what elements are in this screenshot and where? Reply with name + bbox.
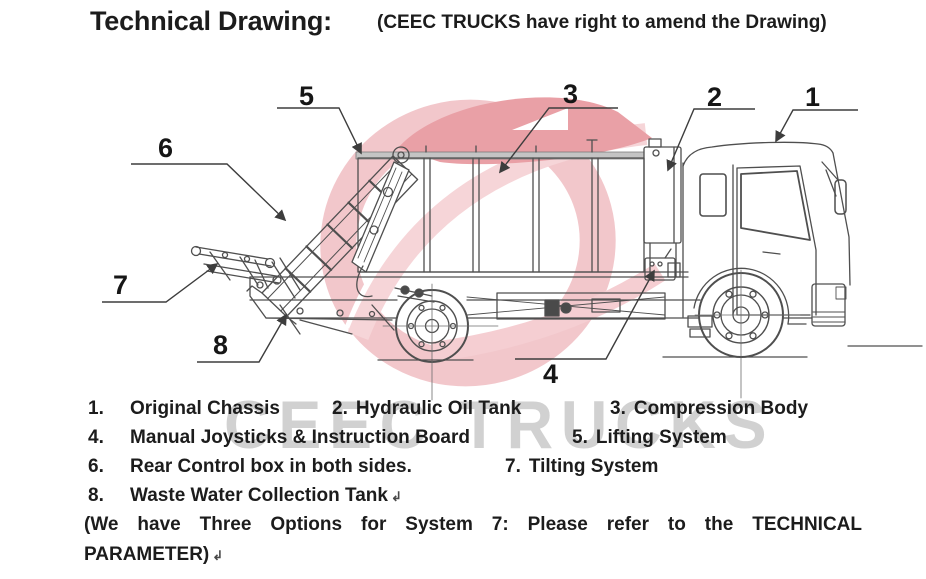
legend-no-5: 5. <box>572 427 588 448</box>
callout-4: 4 <box>543 359 559 389</box>
bin-lifter <box>190 245 301 299</box>
legend-item-5: 5. Lifting System <box>572 427 727 449</box>
center-marks <box>382 269 801 401</box>
callout-leaders <box>102 107 858 363</box>
legend-item-2: 2. Hydraulic Oil Tank <box>332 398 521 420</box>
leader-8 <box>197 313 287 363</box>
legend-label-5: Lifting System <box>595 427 727 448</box>
callout-6: 6 <box>158 133 174 163</box>
footnote-line-2: PARAMETER)↲ <box>84 544 223 566</box>
callout-8: 8 <box>213 330 229 360</box>
cab <box>682 141 851 338</box>
legend-item-8: Waste Water Collection Tank↲ <box>130 485 402 507</box>
leader-4 <box>515 269 655 360</box>
legend-no-8: 8. <box>88 485 104 506</box>
legend-label-6: Rear Control box in both sides. <box>130 456 412 477</box>
legend-no-4: 4. <box>88 427 104 448</box>
legend-no-7: 7. <box>505 456 521 477</box>
legend-label-7: Tilting System <box>528 456 659 477</box>
legend-label-4: Manual Joysticks & Instruction Board <box>130 427 470 448</box>
truck-line-art <box>190 138 923 401</box>
leader-5 <box>277 107 362 155</box>
leader-6 <box>131 163 287 222</box>
legend-no-3: 3. <box>610 398 626 419</box>
title-note: (CEEC TRUCKS have right to amend the Dra… <box>377 12 827 33</box>
chassis <box>249 271 813 331</box>
leader-2 <box>666 108 755 172</box>
return-mark-icon: ↲ <box>390 489 402 504</box>
page-title: Technical Drawing: <box>90 6 332 36</box>
brand-watermark-text: CEEC TRUCKS <box>224 387 775 463</box>
leader-3 <box>498 107 618 174</box>
legend-label-2: Hydraulic Oil Tank <box>355 398 522 419</box>
legend-label-8: Waste Water Collection Tank <box>130 485 388 506</box>
legend-label-1: Original Chassis <box>130 398 280 419</box>
legend-label-3: Compression Body <box>633 398 809 419</box>
callout-2: 2 <box>707 82 723 112</box>
footnote-line-2-text: PARAMETER) <box>84 544 210 565</box>
legend-no-1: 1. <box>88 398 104 419</box>
leader-1 <box>775 109 858 143</box>
leader-7 <box>102 262 219 303</box>
ground-lines <box>377 345 923 361</box>
footnote-line-1: (We have Three Options for System 7: Ple… <box>84 514 862 535</box>
legend-no-6: 6. <box>88 456 104 477</box>
legend-no-2: 2. <box>332 398 348 419</box>
callout-1: 1 <box>805 82 821 112</box>
return-mark-icon: ↲ <box>212 548 224 563</box>
callout-5: 5 <box>299 81 315 111</box>
joystick-box <box>644 248 681 281</box>
callout-3: 3 <box>563 79 579 109</box>
lifting-arm <box>351 146 410 298</box>
legend-item-3: 3. Compression Body <box>610 398 808 420</box>
hydraulic-oil-tank <box>643 138 682 278</box>
legend-item-7: 7. Tilting System <box>505 456 658 478</box>
title-row: Technical Drawing: <box>90 6 332 37</box>
callout-7: 7 <box>113 270 129 300</box>
